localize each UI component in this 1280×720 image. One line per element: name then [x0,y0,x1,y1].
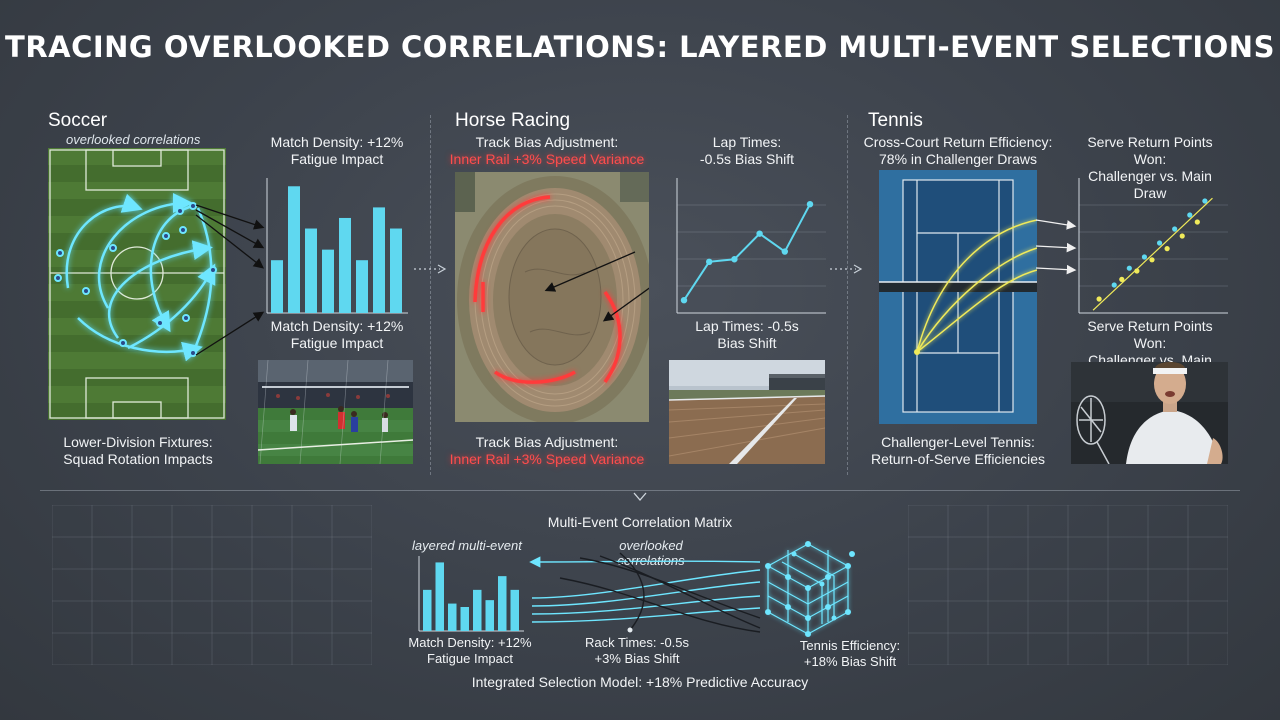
section-divider [847,115,848,475]
tennis-footer-line2: Return-of-Serve Efficiencies [870,451,1046,467]
tennis-court-diagram [879,170,1037,424]
bar [485,600,494,631]
matrix-footer: Integrated Selection Model: +18% Predict… [471,674,809,690]
scatter-point [1164,246,1170,252]
chevron-down-icon [633,492,647,501]
line-point [781,248,788,255]
horse-lap-caption-top-line2: -0.5s Bias Shift [699,151,795,167]
bar [435,562,444,631]
line-point [706,258,713,265]
line-point [680,297,688,304]
race-track-aerial [455,172,649,422]
scatter-point [1202,198,1208,204]
scatter-point [1119,276,1125,282]
matrix-left-caption-line2: Fatigue Impact [427,651,513,666]
correlation-flow-lines [529,552,761,633]
matrix-bar-chart [418,556,524,632]
matrix-label-overlooked-line1: overlooked [619,538,683,553]
lap-times-line-chart [676,178,826,314]
soccer-heading: Soccer [48,110,108,131]
scatter-point [1179,233,1185,239]
section-connector-arrow [830,264,863,274]
line-point [756,230,763,237]
bar [448,603,457,631]
matrix-label-overlooked-line2: correlations [617,553,685,568]
scatter-point [1156,240,1163,246]
soccer-bar-chart [266,178,408,314]
bar [271,260,283,313]
matrix-mid-caption-line2: +3% Bias Shift [594,651,680,666]
lap-times-line [683,203,811,301]
trend-line [1092,197,1213,311]
horse-track-caption-top-line2: Inner Rail +3% Speed Variance [449,151,645,167]
scatter-point [1096,296,1102,302]
bar [473,589,482,631]
scatter-point [1194,219,1200,225]
matrix-right-caption-line2: +18% Bias Shift [803,654,897,669]
bar [390,228,402,313]
tennis-scatter-caption-bottom-line1: Serve Return Points Won: [1087,318,1213,351]
horse-track-caption-bottom-line2: Inner Rail +3% Speed Variance [449,451,645,467]
tennis-connector-arrows [1036,219,1077,275]
horse-lap-caption-bottom-line1: Lap Times: -0.5s [695,318,799,334]
serve-return-scatter-chart [1078,178,1228,314]
scatter-point [1187,212,1193,218]
tennis-scatter-caption-top-line1: Serve Return Points Won: [1087,134,1213,167]
scatter-point [1149,257,1155,263]
matrix-right-caption-line1: Tennis Efficiency: [799,638,901,653]
soccer-chart-caption-bottom-line2: Fatigue Impact [290,335,384,351]
page-title: TRACING OVERLOOKED CORRELATIONS: LAYERED… [5,30,1275,64]
horse-track-caption-top-line1: Track Bias Adjustment: [475,134,619,150]
soccer-chart-caption-bottom-line1: Match Density: +12% [270,318,404,334]
correlation-network-node-graph [765,541,855,637]
matrix-title: Multi-Event Correlation Matrix [547,514,733,530]
background-grid-left [52,505,372,665]
line-point [731,256,738,263]
soccer-connector-arrows [195,204,265,356]
scatter-point [1111,282,1117,288]
soccer-subheading: overlooked correlations [66,132,201,147]
tennis-player-photo [1071,362,1228,464]
horse-lap-caption-top-line1: Lap Times: [712,134,782,150]
bar [288,186,300,313]
matrix-left-caption-line1: Match Density: +12% [408,635,532,650]
section-connector-arrow [414,264,447,274]
tennis-footer-line1: Challenger-Level Tennis: [881,434,1035,450]
bar [373,207,385,313]
matrix-label-layered: layered multi-event [412,538,522,553]
bar [510,589,519,631]
soccer-chart-caption-top-line1: Match Density: +12% [270,134,404,150]
horse-track-caption-bottom-line1: Track Bias Adjustment: [475,434,619,450]
matrix-mid-caption-line1: Rack Times: -0.5s [584,635,690,650]
scatter-point [1172,226,1178,232]
line-point [806,201,814,208]
matrix-divider-line [40,490,1240,491]
tennis-heading: Tennis [868,110,923,131]
section-divider [430,115,431,475]
background-grid-right [908,505,1228,665]
bar [460,607,469,631]
tennis-court-caption-line2: 78% in Challenger Draws [879,151,1037,167]
tennis-scatter-caption-top-line2: Challenger vs. Main Draw [1088,168,1212,201]
dirt-track-photo [669,360,825,464]
soccer-pitch-diagram [48,148,226,420]
soccer-match-photo [258,360,413,464]
bar [423,589,432,631]
scatter-point [1126,265,1132,271]
horse-lap-caption-bottom-line2: Bias Shift [717,335,777,351]
soccer-footer-line1: Lower-Division Fixtures: [63,434,213,450]
bar [339,217,351,313]
scatter-point [1141,254,1148,260]
soccer-footer-line2: Squad Rotation Impacts [63,451,213,467]
tennis-court-caption-line1: Cross-Court Return Efficiency: [863,134,1053,150]
bar [322,249,334,313]
bar [498,576,507,631]
scatter-point [1134,268,1140,274]
horse-heading: Horse Racing [455,110,571,131]
bar [305,228,317,313]
bar [356,260,368,313]
soccer-chart-caption-top-line2: Fatigue Impact [290,151,384,167]
